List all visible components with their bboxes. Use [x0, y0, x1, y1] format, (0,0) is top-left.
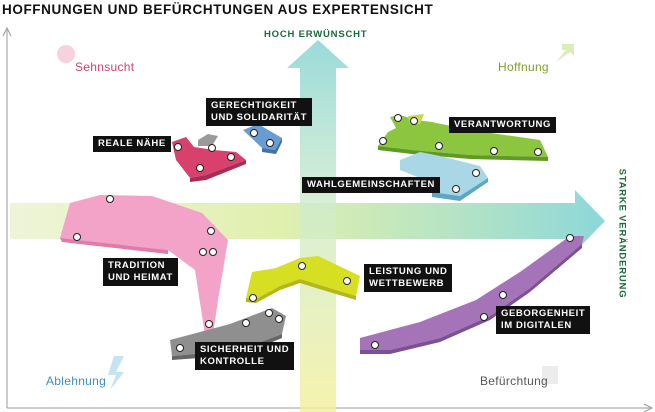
axis-label-desired: HOCH ERWÜNSCHT — [264, 29, 367, 40]
cluster-label-tradition: TRADITION UND HEIMAT — [103, 258, 178, 286]
page-title: HOFFNUNGEN UND BEFÜRCHTUNGEN AUS EXPERTE… — [2, 2, 433, 17]
quadrant-label-ablehnung: Ablehnung — [46, 374, 106, 388]
marker — [453, 186, 460, 193]
quadrant-label-befuerchtung: Befürchtung — [480, 374, 548, 388]
cluster-gerechtigkeit-shape — [243, 124, 282, 150]
marker — [243, 320, 250, 327]
marker — [411, 118, 418, 125]
marker — [500, 292, 507, 299]
cluster-label-line: LEISTUNG UND — [369, 266, 447, 278]
cluster-label-line: REALE NÄHE — [98, 138, 166, 150]
sehnsucht-icon — [57, 45, 75, 63]
cluster-label-gerechtigkeit: GERECHTIGKEIT UND SOLIDARITÄT — [206, 98, 312, 126]
marker — [299, 263, 306, 270]
cluster-label-line: KONTROLLE — [200, 356, 289, 368]
marker — [436, 143, 443, 150]
ablehnung-bolt-icon — [108, 356, 124, 390]
cluster-label-sicherheit: SICHERHEIT UND KONTROLLE — [195, 342, 294, 370]
marker — [481, 314, 488, 321]
marker — [276, 316, 283, 323]
cluster-small-gray-shape — [198, 134, 218, 146]
marker — [250, 295, 257, 302]
marker — [177, 345, 184, 352]
quadrant-label-hoffnung: Hoffnung — [498, 60, 549, 74]
marker — [228, 154, 235, 161]
quadrant-label-sehnsucht: Sehnsucht — [75, 60, 134, 74]
marker — [197, 165, 204, 172]
cluster-label-line: WAHLGEMEINSCHAFTEN — [307, 179, 435, 191]
cluster-label-line: SICHERHEIT UND — [200, 344, 289, 356]
cluster-label-geborgenheit: GEBORGENHEIT IM DIGITALEN — [496, 306, 590, 334]
cluster-label-line: IM DIGITALEN — [501, 320, 585, 332]
marker — [200, 249, 207, 256]
marker — [206, 321, 213, 328]
marker — [267, 140, 274, 147]
marker — [266, 310, 273, 317]
marker — [208, 228, 215, 235]
marker — [175, 144, 182, 151]
cluster-label-leistung: LEISTUNG UND WETTBEWERB — [364, 264, 452, 292]
cluster-label-wahlgemeinschaften: WAHLGEMEINSCHAFTEN — [302, 177, 440, 193]
cluster-label-line: VERANTWORTUNG — [454, 119, 551, 131]
cluster-label-line: UND SOLIDARITÄT — [211, 112, 307, 124]
cluster-label-line: WETTBEWERB — [369, 278, 447, 290]
cluster-label-line: UND HEIMAT — [108, 272, 173, 284]
cluster-label-line: GEBORGENHEIT — [501, 308, 585, 320]
marker — [395, 115, 402, 122]
marker — [251, 130, 258, 137]
marker — [74, 234, 81, 241]
cluster-label-line: GERECHTIGKEIT — [211, 100, 307, 112]
marker — [567, 235, 574, 242]
cluster-label-line: TRADITION — [108, 260, 173, 272]
marker — [372, 342, 379, 349]
marker — [107, 196, 114, 203]
cluster-label-reale-naehe: REALE NÄHE — [93, 136, 171, 152]
marker — [473, 170, 480, 177]
hoffnung-arrow-icon — [556, 44, 574, 62]
marker — [535, 149, 542, 156]
marker — [491, 148, 498, 155]
marker — [210, 249, 217, 256]
marker — [380, 138, 387, 145]
cluster-label-verantwortung: VERANTWORTUNG — [449, 117, 556, 133]
marker — [209, 145, 216, 152]
marker — [344, 278, 351, 285]
axis-label-change: STARKE VERÄNDERUNG — [617, 169, 628, 299]
